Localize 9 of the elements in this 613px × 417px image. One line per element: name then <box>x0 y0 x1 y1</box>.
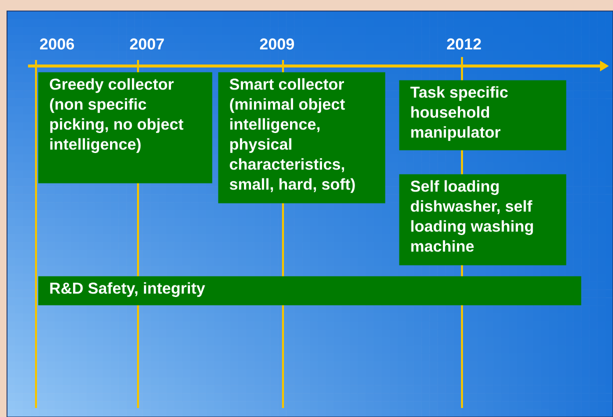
year-label: 2009 <box>260 38 294 50</box>
timeline-box: R&D Safety, integrity <box>38 276 582 306</box>
timeline-box: Task specific household manipulator <box>399 80 566 150</box>
timeline-box: Greedy collector (non specific picking, no object intelligence) <box>38 72 212 184</box>
year-label: 2012 <box>446 38 481 50</box>
year-label: 2006 <box>40 38 74 50</box>
year-label: 2007 <box>130 38 164 50</box>
timeline-box: Smart collector (minimal object intelligence, physical characteristics, small, hard, soft) <box>218 72 386 204</box>
timeline-box: Self loading dishwasher, self loading washing machine <box>399 174 566 266</box>
